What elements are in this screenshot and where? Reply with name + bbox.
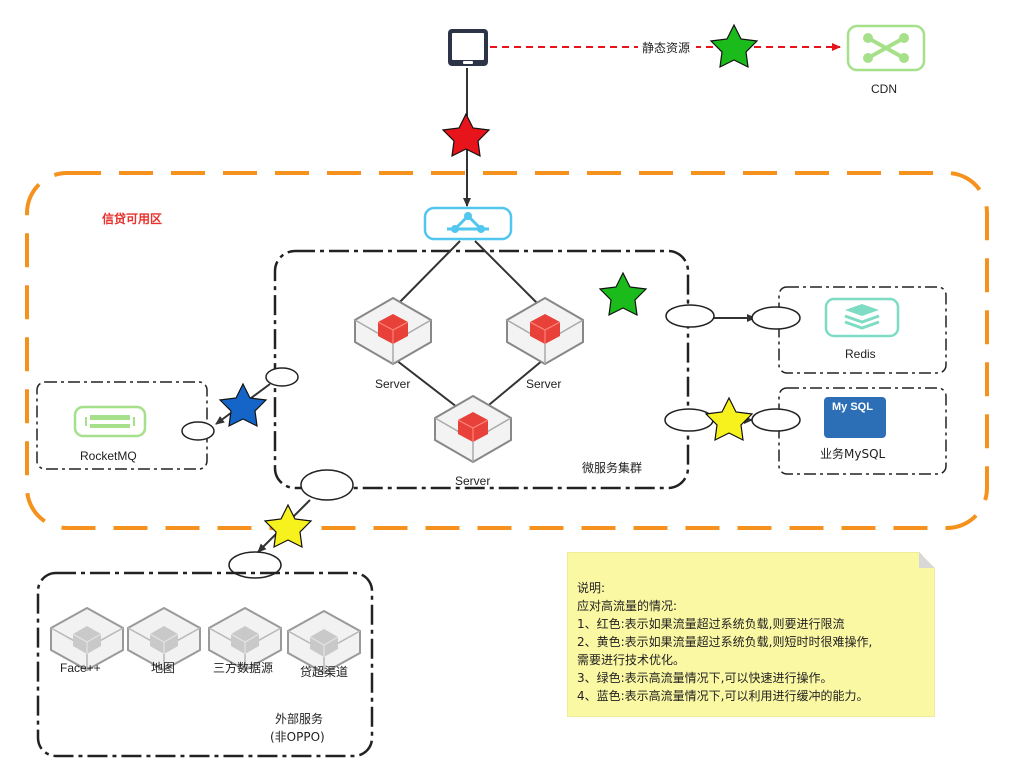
connector-node [300, 469, 354, 501]
ext-thirdparty-label: 三方数据源 [213, 660, 273, 675]
redis-icon [824, 297, 900, 338]
connector-node [228, 551, 282, 579]
svg-text:My SQL: My SQL [832, 401, 873, 413]
load-balancer-icon [423, 206, 513, 241]
star-icon [218, 382, 268, 428]
connector-node [664, 408, 714, 432]
ext-faceplus-label: Face++ [60, 661, 101, 675]
static-resources-label: 静态资源 [642, 41, 690, 55]
availability-zone-border [25, 171, 989, 530]
server-icon [354, 297, 432, 365]
tablet-icon [448, 29, 488, 66]
explanation-note: 说明: 应对高流量的情况: 1、红色:表示如果流量超过系统负载,则要进行限流 2… [567, 552, 935, 717]
connector-node [751, 408, 801, 432]
star-icon [704, 396, 754, 442]
cdn-label: CDN [871, 82, 897, 96]
note-line: 2、黄色:表示如果流量超过系统负载,则短时时很难操作, [577, 635, 873, 649]
connector-node [181, 421, 215, 441]
server-icon [434, 395, 512, 463]
cdn-icon [846, 24, 926, 72]
note-line: 1、红色:表示如果流量超过系统负载,则要进行限流 [577, 617, 845, 631]
connector-node [265, 367, 299, 387]
note-line: 4、蓝色:表示高流量情况下,可以利用进行缓冲的能力。 [577, 689, 869, 703]
external-services-box [36, 571, 374, 758]
availability-zone-title: 信贷可用区 [102, 211, 162, 226]
note-line: 3、绿色:表示高流量情况下,可以快速进行操作。 [577, 671, 833, 685]
redis-box [778, 286, 947, 374]
microservice-cluster-label: 微服务集群 [582, 460, 642, 475]
star-icon [441, 112, 491, 158]
note-subtitle: 应对高流量的情况: [577, 599, 678, 613]
external-services-sublabel: (非OPPO) [270, 730, 325, 744]
note-line: 需要进行技术优化。 [577, 653, 686, 667]
external-server-icon [287, 610, 361, 674]
connector-node [665, 304, 715, 328]
star-icon [598, 271, 648, 317]
rocketmq-label: RocketMQ [80, 449, 137, 463]
external-services-label: 外部服务 [275, 711, 323, 726]
rocketmq-icon [73, 405, 147, 438]
star-icon [709, 23, 759, 69]
server-bottom-label: Server [455, 474, 490, 488]
ext-map-label: 地图 [151, 661, 175, 675]
star-icon [263, 503, 313, 549]
note-fold [919, 552, 935, 568]
mysql-label: 业务MySQL [820, 446, 886, 461]
server-left-label: Server [375, 377, 410, 391]
ext-channel-label: 贷超渠道 [300, 664, 348, 679]
redis-label: Redis [845, 347, 876, 361]
server-right-label: Server [526, 377, 561, 391]
server-icon [506, 297, 584, 365]
note-body: 说明: 应对高流量的情况: 1、红色:表示如果流量超过系统负载,则要进行限流 2… [577, 579, 925, 705]
note-title: 说明: [577, 581, 606, 595]
mysql-icon: My SQL [824, 397, 886, 438]
connector-node [751, 306, 801, 330]
